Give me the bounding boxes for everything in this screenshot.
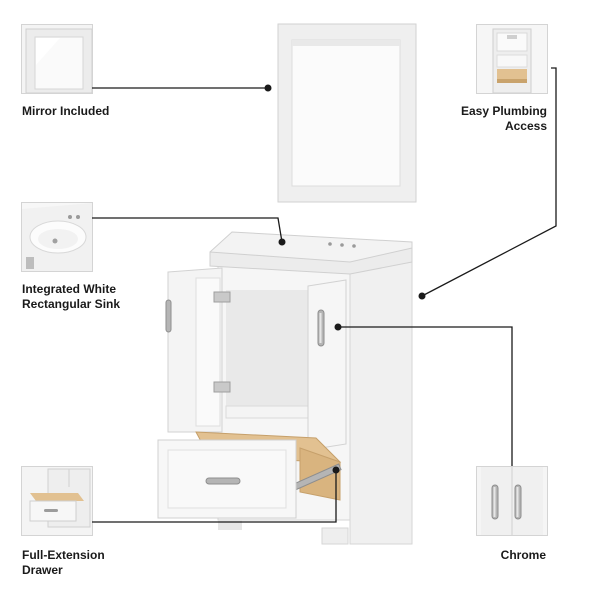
open-cabinet-thumbnail-icon — [476, 24, 548, 94]
leader-lines — [92, 67, 557, 523]
sink-leader-line — [92, 217, 283, 243]
chrome-handles-thumbnail-icon — [476, 466, 548, 536]
plumbing-leader-line — [421, 67, 557, 297]
drawer-illustration — [157, 431, 342, 519]
sink-callout-label: Integrated White Rectangular Sink — [22, 282, 121, 311]
chrome-callout-label: Chrome — [500, 548, 546, 562]
drawer-leader-line — [92, 470, 337, 523]
left-door-illustration — [165, 267, 231, 433]
leader-line-dots — [264, 84, 426, 474]
mirror-callout-label: Mirror Included — [22, 104, 110, 118]
right-door-illustration — [307, 279, 347, 451]
sink-top-illustration — [209, 231, 413, 275]
mirror-thumbnail-icon — [21, 24, 93, 94]
plumbing-callout-label: Easy Plumbing Access — [460, 104, 547, 133]
open-drawer-thumbnail-icon — [21, 466, 93, 536]
sink-basin-thumbnail-icon — [21, 202, 93, 272]
drawer-callout-label: Full-Extension Drawer — [22, 548, 105, 577]
chrome-leader-line — [338, 326, 513, 466]
mirror-illustration — [277, 23, 417, 203]
